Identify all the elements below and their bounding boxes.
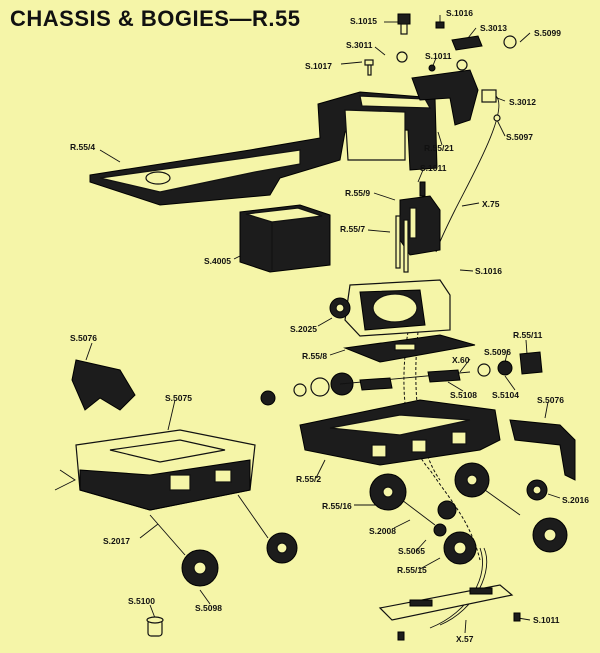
label-s2025: S.2025	[290, 324, 317, 334]
motor-s2025	[329, 279, 451, 337]
label-r55-8: R.55/8	[302, 351, 328, 361]
label-r55-11: R.55/11	[513, 330, 543, 340]
bogie-frame-s5075	[54, 429, 256, 511]
label-x75: X.75	[482, 199, 500, 209]
label-s1011-c: S.1011	[533, 615, 560, 625]
label-s4005: S.4005	[204, 256, 231, 266]
plate-r55-8	[343, 334, 476, 363]
label-s2016: S.2016	[562, 495, 589, 505]
label-s5097: S.5097	[506, 132, 533, 142]
label-s5076-b: S.5076	[537, 395, 564, 405]
page-title: CHASSIS & BOGIES—R.55	[10, 6, 301, 31]
label-s2017: S.2017	[103, 536, 130, 546]
side-frame-left	[71, 359, 136, 411]
label-s3013: S.3013	[480, 23, 507, 33]
bogie-frame-r55-2	[299, 399, 501, 466]
label-x57: X.57	[456, 634, 474, 644]
label-s5098: S.5098	[195, 603, 222, 613]
label-s5100: S.5100	[128, 596, 155, 606]
label-s5075: S.5075	[165, 393, 192, 403]
label-s3012: S.3012	[509, 97, 536, 107]
motor-bracket	[395, 181, 441, 273]
pickup-plate-x57	[378, 584, 521, 641]
wheel-set	[181, 462, 568, 587]
label-r55-2: R.55/2	[296, 474, 322, 484]
label-s1011: S.1011	[425, 51, 452, 61]
weight-s4005	[239, 204, 331, 273]
body-frame-r55-4	[89, 91, 438, 206]
leader-lines	[85, 15, 561, 634]
label-s3011: S.3011	[346, 40, 373, 50]
label-x60: X.60	[452, 355, 470, 365]
pin-s5100	[146, 616, 164, 637]
label-s2008: S.2008	[369, 526, 396, 536]
label-r55-7: R.55/7	[340, 224, 366, 234]
label-s5104: S.5104	[492, 390, 519, 400]
label-s1011-b: S.1011	[420, 163, 447, 173]
label-r55-4: R.55/4	[70, 142, 96, 152]
side-frame-right	[509, 419, 576, 481]
label-s1016-b: S.1016	[475, 266, 502, 276]
label-s5099: S.5099	[534, 28, 561, 38]
label-s1016: S.1016	[446, 8, 473, 18]
label-s1017: S.1017	[305, 61, 332, 71]
bracket-s3012	[411, 69, 497, 126]
label-s5065: S.5065	[398, 546, 425, 556]
label-r55-21: R.55/21	[424, 143, 454, 153]
label-s5096: S.5096	[484, 347, 511, 357]
label-s5076: S.5076	[70, 333, 97, 343]
worm-shaft	[260, 351, 543, 406]
label-s5108: S.5108	[450, 390, 477, 400]
label-r55-16: R.55/16	[322, 501, 352, 511]
label-r55-15: R.55/15	[397, 565, 427, 575]
label-r55-9: R.55/9	[345, 188, 371, 198]
top-hardware	[364, 13, 517, 122]
label-s1015: S.1015	[350, 16, 377, 26]
